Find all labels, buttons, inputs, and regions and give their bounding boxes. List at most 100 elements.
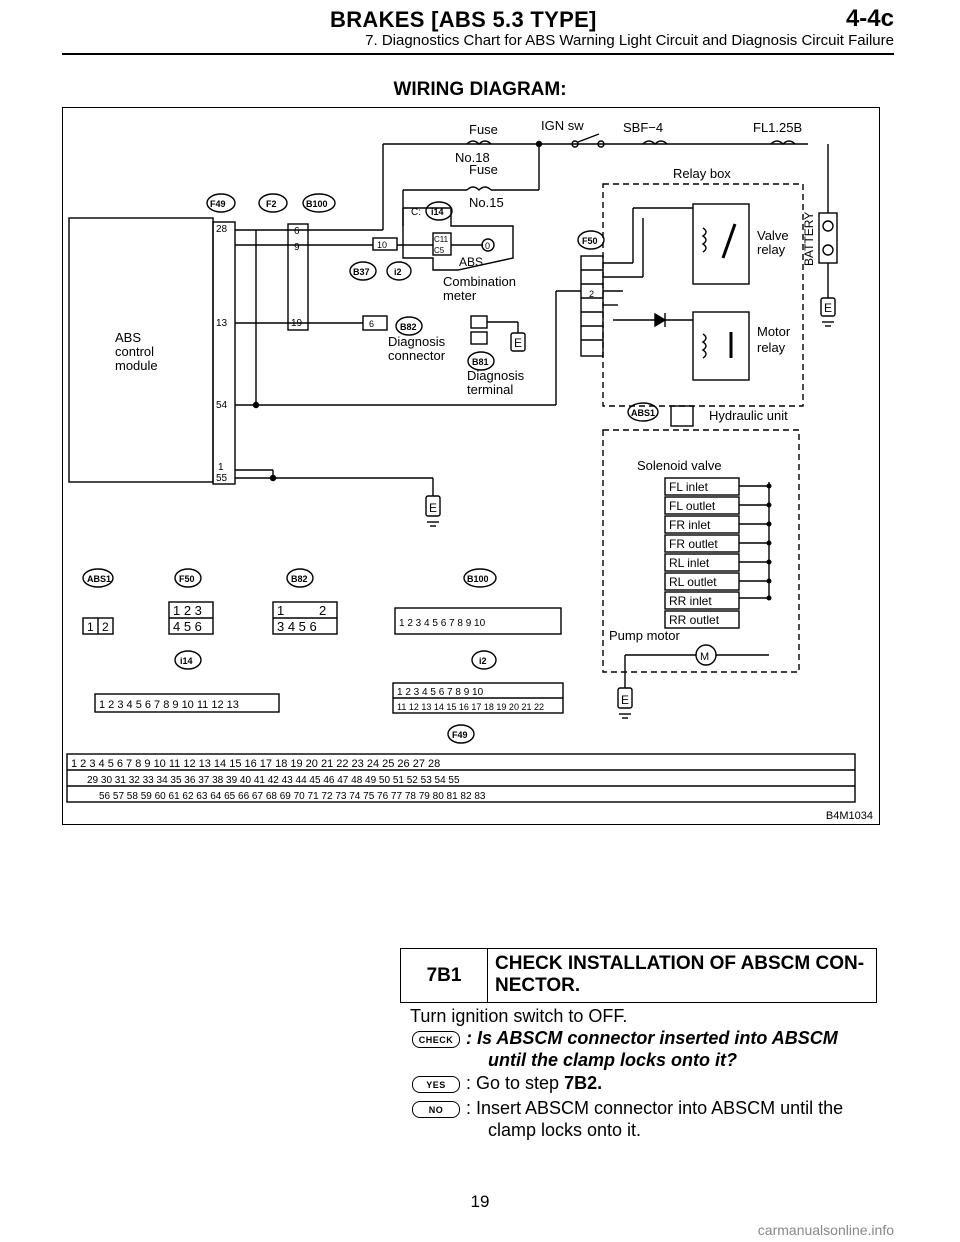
- svg-text:B81: B81: [472, 357, 489, 367]
- svg-text:6: 6: [294, 226, 300, 237]
- svg-text:connector: connector: [388, 348, 446, 363]
- svg-text:B100: B100: [306, 199, 328, 209]
- svg-text:M: M: [700, 651, 709, 663]
- svg-text:C:: C:: [411, 207, 421, 218]
- svg-text:FL outlet: FL outlet: [669, 499, 716, 513]
- header-title: BRAKES [ABS 5.3 TYPE]: [330, 7, 597, 32]
- svg-text:Combination: Combination: [443, 274, 516, 289]
- valve-list: FL inlet FL outlet FR inlet FR outlet RL…: [664, 477, 740, 629]
- svg-text:10: 10: [377, 240, 387, 250]
- svg-text:Diagnosis: Diagnosis: [467, 368, 525, 383]
- svg-text:meter: meter: [443, 288, 477, 303]
- svg-text:1: 1: [277, 603, 284, 618]
- svg-text:56 57 58 59 60 61 62 63 64 65: 56 57 58 59 60 61 62 63 64 65 66 67 68 6…: [99, 791, 486, 802]
- svg-text:1 2 3: 1 2 3: [173, 603, 202, 618]
- svg-text:ABS: ABS: [459, 255, 483, 269]
- page-number: 19: [470, 1192, 490, 1211]
- svg-text:E: E: [514, 336, 522, 350]
- svg-text:B82: B82: [291, 574, 308, 584]
- section-title: WIRING DIAGRAM:: [393, 79, 567, 100]
- svg-text:i2: i2: [479, 656, 487, 666]
- svg-text:SBF−4: SBF−4: [623, 120, 663, 135]
- svg-text:E: E: [824, 301, 832, 315]
- svg-text:Pump motor: Pump motor: [609, 628, 680, 643]
- step-instruction: Turn ignition switch to OFF.: [410, 1006, 628, 1026]
- svg-text:B82: B82: [400, 322, 417, 332]
- svg-text:11 12 13 14 15 16 17 18 19 20: 11 12 13 14 15 16 17 18 19 20 21 22: [397, 702, 544, 712]
- svg-text:i14: i14: [180, 656, 193, 666]
- svg-text:RR inlet: RR inlet: [669, 594, 712, 608]
- check-icon: CHECK: [412, 1031, 460, 1048]
- svg-text:Relay box: Relay box: [673, 166, 731, 181]
- abs-module-label: control: [115, 344, 154, 359]
- header-rule: [62, 53, 894, 55]
- svg-text:1: 1: [87, 620, 94, 634]
- header-code: 4-4c: [845, 5, 894, 32]
- svg-text:FL inlet: FL inlet: [669, 480, 709, 494]
- watermark: carmanualsonline.info: [757, 1222, 894, 1238]
- svg-text:ABS1: ABS1: [87, 574, 111, 584]
- svg-text:F49: F49: [210, 199, 226, 209]
- svg-text:Motor: Motor: [757, 324, 791, 339]
- svg-text:13: 13: [216, 318, 228, 329]
- svg-text:RL outlet: RL outlet: [669, 575, 717, 589]
- svg-text:28: 28: [216, 224, 228, 235]
- svg-text:1 2 3 4 5 6 7 8 9 10: 1 2 3 4 5 6 7 8 9 10: [399, 618, 486, 629]
- svg-text:2: 2: [589, 289, 594, 299]
- svg-text:FR outlet: FR outlet: [669, 537, 718, 551]
- svg-text:Hydraulic unit: Hydraulic unit: [709, 408, 788, 423]
- no-text-line1: : Insert ABSCM connector into ABSCM unti…: [466, 1098, 844, 1118]
- step-header: 7B1 CHECK INSTALLATION OF ABSCM CON- NEC…: [400, 948, 877, 1003]
- svg-text:Diagnosis: Diagnosis: [388, 334, 446, 349]
- svg-text:Fuse: Fuse: [469, 162, 498, 177]
- svg-text:2: 2: [319, 603, 326, 618]
- svg-text:6: 6: [369, 319, 374, 329]
- svg-text:0: 0: [485, 241, 490, 251]
- svg-text:3 4 5 6: 3 4 5 6: [277, 619, 317, 634]
- svg-text:i14: i14: [431, 207, 444, 217]
- no-text-line2: clamp locks onto it.: [488, 1120, 642, 1140]
- svg-text:relay: relay: [757, 242, 786, 257]
- f2-strip: [287, 223, 309, 331]
- svg-text:IGN sw: IGN sw: [541, 118, 584, 133]
- svg-text:E: E: [429, 501, 437, 515]
- svg-text:1 2 3 4 5 6 7 8 9 10: 1 2 3 4 5 6 7 8 9 10: [397, 687, 484, 698]
- svg-text:1 2 3 4 5 6 7 8 9 10 11 12 13: 1 2 3 4 5 6 7 8 9 10 11 12 13: [99, 699, 239, 711]
- yes-action: : Go to step: [466, 1073, 560, 1093]
- svg-text:F50: F50: [582, 236, 598, 246]
- yes-icon: YES: [412, 1076, 460, 1093]
- svg-text:9: 9: [294, 242, 300, 253]
- svg-text:E: E: [621, 693, 629, 707]
- svg-text:relay: relay: [757, 340, 786, 355]
- svg-text:terminal: terminal: [467, 382, 513, 397]
- yes-text: : Go to step 7B2.: [466, 1072, 602, 1094]
- svg-text:F49: F49: [452, 730, 468, 740]
- step-title: CHECK INSTALLATION OF ABSCM CON- NECTOR.: [495, 953, 865, 996]
- svg-text:1: 1: [218, 462, 224, 473]
- svg-text:2: 2: [102, 620, 109, 634]
- svg-text:FL1.25B: FL1.25B: [753, 120, 802, 135]
- svg-text:B37: B37: [353, 267, 370, 277]
- svg-text:F50: F50: [179, 574, 195, 584]
- svg-text:RR outlet: RR outlet: [669, 613, 720, 627]
- svg-text:Fuse: Fuse: [469, 122, 498, 137]
- svg-text:Valve: Valve: [757, 228, 789, 243]
- figure-code: B4M1034: [825, 810, 873, 822]
- svg-text:BATTERY: BATTERY: [802, 212, 816, 266]
- svg-text:4 5 6: 4 5 6: [173, 619, 202, 634]
- f49-strip: [212, 221, 236, 485]
- header-subtitle: 7. Diagnostics Chart for ABS Warning Lig…: [365, 32, 894, 49]
- svg-text:C5: C5: [434, 246, 445, 255]
- no-icon: NO: [412, 1101, 460, 1118]
- svg-text:i2: i2: [394, 267, 402, 277]
- svg-text:No.15: No.15: [469, 195, 504, 210]
- svg-text:ABS1: ABS1: [631, 408, 655, 418]
- svg-text:29 30 31 32 33 34 35 36: 29 30 31 32 33 34 35 36 37 38 39 40 41 4…: [87, 775, 460, 786]
- svg-text:1 2 3 4 5 6 7 8 9 10: 1 2 3 4 5 6 7 8 9 10 11 12 13 14 15 16 1…: [71, 758, 440, 770]
- yes-target: 7B2.: [564, 1073, 603, 1093]
- step-number: 7B1: [401, 949, 488, 1002]
- abs-module-label: module: [115, 358, 158, 373]
- svg-text:RL inlet: RL inlet: [669, 556, 710, 570]
- abs-module-label: ABS: [115, 330, 141, 345]
